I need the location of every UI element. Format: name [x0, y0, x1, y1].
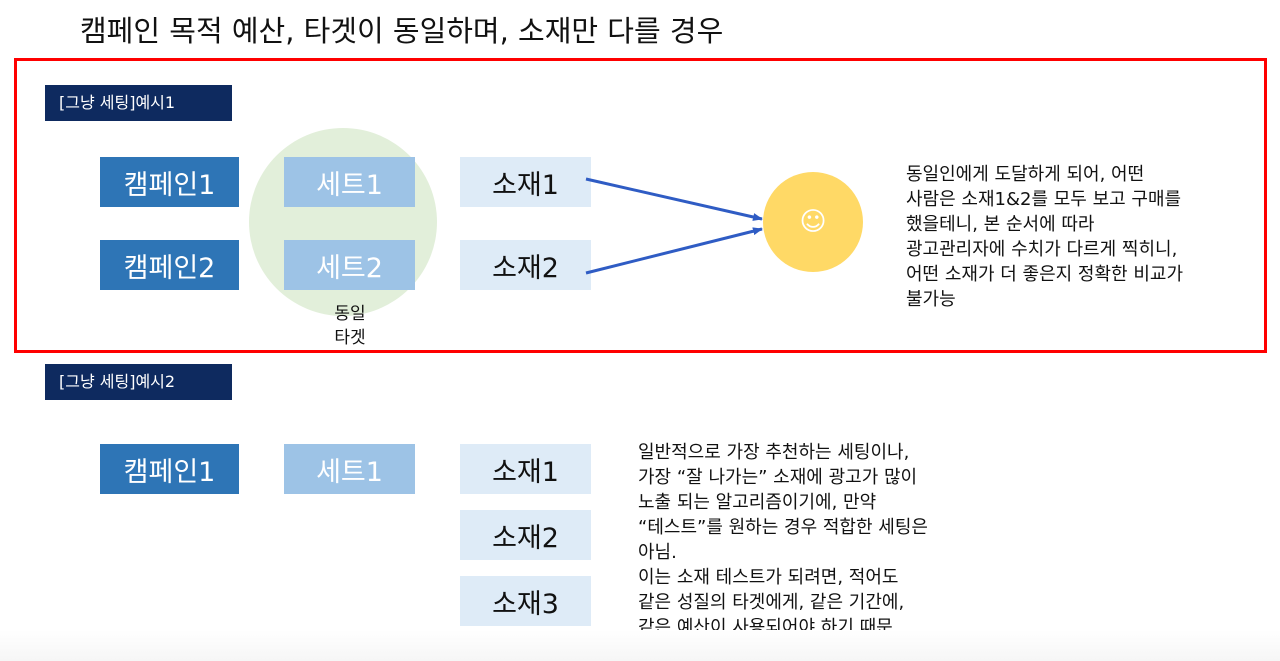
example1-set-2: 세트2	[284, 240, 415, 290]
example2-set-1: 세트1	[284, 444, 415, 494]
same-target-label: 동일 타겟	[310, 302, 390, 350]
same-target-label-line2: 타겟	[334, 328, 366, 348]
example1-description: 동일인에게 도달하게 되어, 어떤 사람은 소재1&2를 모두 보고 구매를 했…	[906, 164, 1184, 310]
example2-campaign-1: 캠페인1	[100, 444, 239, 494]
example1-set-1: 세트1	[284, 157, 415, 207]
example2-creative-3: 소재3	[460, 576, 591, 626]
arrow-creative2-to-person	[585, 227, 763, 275]
example1-campaign-2: 캠페인2	[100, 240, 239, 290]
example1-campaign-1: 캠페인1	[100, 157, 239, 207]
example1-tag: [그냥 세팅]예시1	[45, 85, 232, 121]
arrow-creative1-to-person	[585, 177, 763, 221]
highlight-frame	[14, 58, 1267, 353]
page-title: 캠페인 목적 예산, 타겟이 동일하며, 소재만 다를 경우	[80, 14, 724, 48]
bottom-edge-shade	[0, 630, 1280, 661]
example2-description: 일반적으로 가장 추천하는 세팅이나, 가장 “잘 나가는” 소재에 광고가 많…	[638, 442, 928, 638]
person-smiley-icon: ☺	[763, 172, 863, 272]
example2-tag: [그냥 세팅]예시2	[45, 364, 232, 400]
example1-creative-2: 소재2	[460, 240, 591, 290]
example1-creative-1: 소재1	[460, 157, 591, 207]
example2-creative-1: 소재1	[460, 444, 591, 494]
same-target-label-line1: 동일	[334, 304, 366, 324]
example2-creative-2: 소재2	[460, 510, 591, 560]
